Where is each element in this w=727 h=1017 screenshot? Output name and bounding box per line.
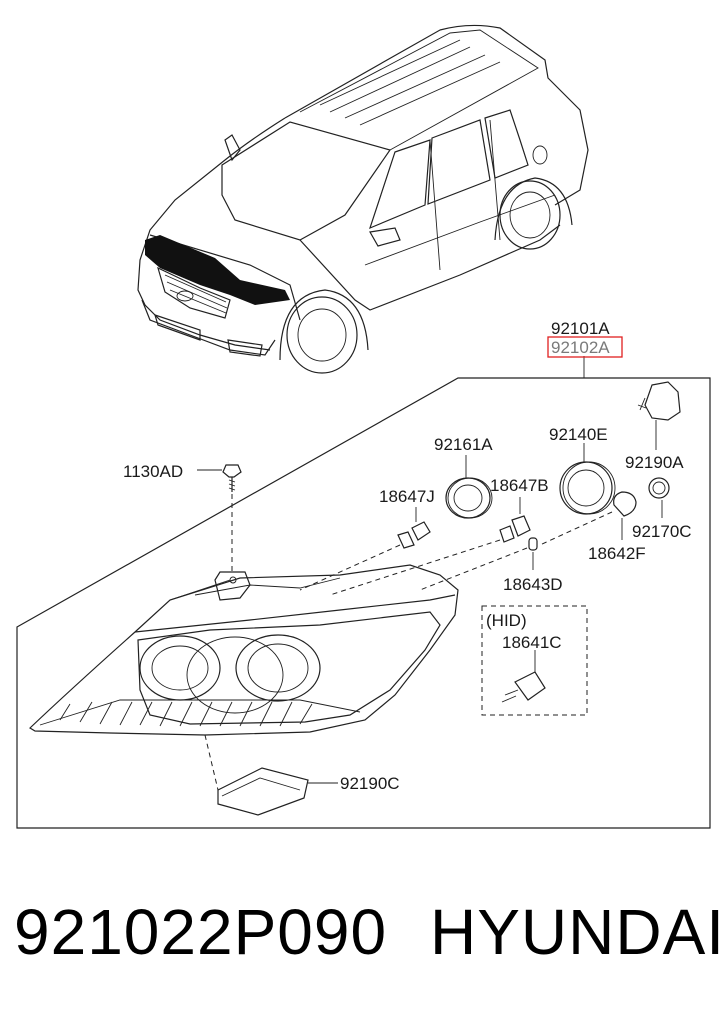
brand-text: HYUNDAI [430,896,726,968]
parts-panel-frame [16,356,711,829]
label-assembly-highlight: 92102A [551,338,610,357]
label-bolt: 1130AD [123,462,183,481]
label-socket-e: 92140E [549,425,608,444]
socket-ring-a [445,455,493,519]
highlight-box [547,336,623,358]
label-bulb-j: 18647J [379,487,435,506]
label-ballast: 92190C [340,774,400,793]
label-socket-a: 92161A [434,435,493,454]
socket-ring-e [559,443,616,515]
bulb-f-part [539,491,637,546]
ballast-part [204,734,338,816]
bulb-c-part [648,477,670,518]
label-actuator: 92190A [625,453,684,472]
label-bulb-c: 92170C [632,522,692,541]
bolt-part [197,464,242,575]
bulb-d-part [419,537,538,591]
label-hid-group: (HID) [486,611,527,630]
label-hid-bulb: 18641C [502,633,562,652]
label-assembly-main: 92101A [551,319,610,338]
parts-diagram: 92101A 92102A 1130AD 92161A 92140E 92190… [16,24,711,829]
headlamp-assembly [29,564,459,736]
label-bulb-f: 18642F [588,544,646,563]
label-bulb-d: 18643D [503,575,563,594]
actuator-part [637,381,681,450]
part-number-text: 921022P090 [14,896,388,968]
bulb-j-part [299,507,431,591]
bulb-b-part [329,497,531,596]
label-bulb-b: 18647B [490,476,549,495]
hid-group-box [481,605,588,716]
car-illustration [137,24,589,374]
